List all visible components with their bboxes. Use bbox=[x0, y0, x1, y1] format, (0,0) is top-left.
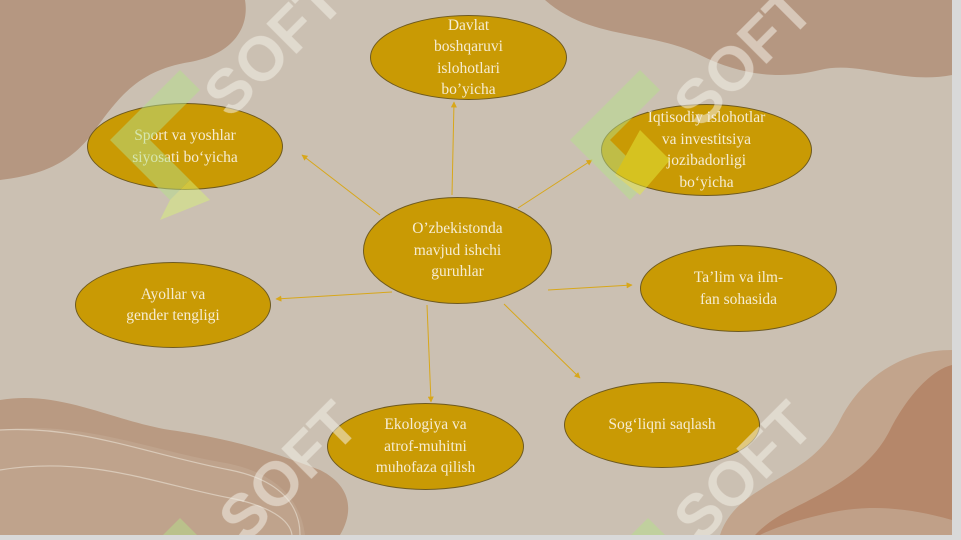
arrow-to-ekologiya bbox=[426, 304, 434, 403]
arrow-to-soglik bbox=[503, 303, 581, 379]
node-ayollar: Ayollar va gender tengligi bbox=[75, 262, 271, 348]
node-ekologiya-label: Ekologiya va atrof-muhitni muhofaza qili… bbox=[375, 416, 476, 477]
node-sport-label: Sport va yoshlar siyosati bo‘yicha bbox=[132, 127, 238, 166]
node-soglik-label: Sog‘liqni saqlash bbox=[608, 416, 716, 434]
arrow-to-sport bbox=[301, 154, 381, 216]
arrow-to-ayollar bbox=[275, 291, 393, 302]
node-ayollar-label: Ayollar va gender tengligi bbox=[126, 285, 220, 325]
arrow-to-iqtisodiy bbox=[517, 159, 593, 209]
node-talim: Ta’lim va ilm- fan sohasida bbox=[640, 245, 837, 332]
node-talim-label: Ta’lim va ilm- fan sohasida bbox=[693, 269, 784, 308]
node-iqtisodiy: Iqtisodiy islohotlar va investitsiya joz… bbox=[601, 104, 812, 196]
arrow-to-davlat bbox=[450, 101, 457, 196]
center-node: O’zbekistonda mavjud ishchi guruhlar bbox=[363, 197, 552, 304]
node-davlat: Davlat boshqaruvi islohotlari bo’yicha bbox=[370, 15, 567, 100]
node-sport: Sport va yoshlar siyosati bo‘yicha bbox=[87, 103, 283, 190]
node-davlat-label: Davlat boshqaruvi islohotlari bo’yicha bbox=[434, 16, 503, 99]
node-ekologiya: Ekologiya va atrof-muhitni muhofaza qili… bbox=[327, 403, 524, 490]
node-iqtisodiy-label: Iqtisodiy islohotlar va investitsiya joz… bbox=[647, 109, 766, 191]
node-soglik: Sog‘liqni saqlash bbox=[564, 382, 760, 468]
center-node-label: O’zbekistonda mavjud ishchi guruhlar bbox=[412, 220, 503, 281]
arrow-to-talim bbox=[547, 282, 633, 291]
